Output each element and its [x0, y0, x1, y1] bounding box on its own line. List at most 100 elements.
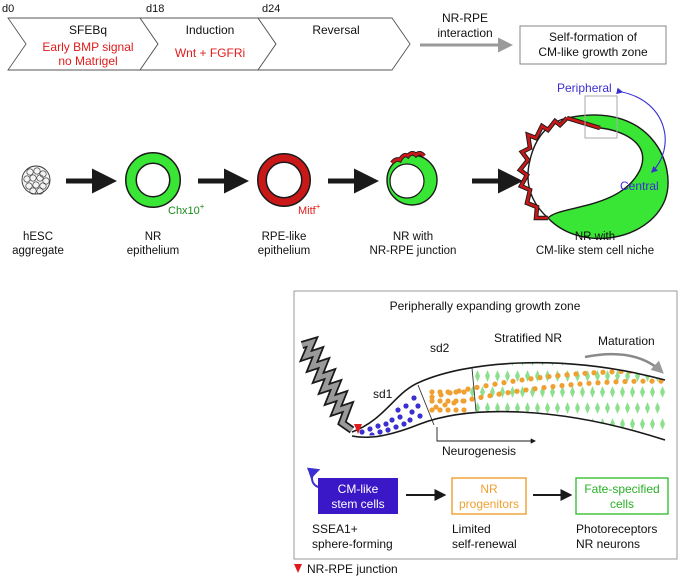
- stage-condition-2: no Matrigel: [58, 54, 117, 68]
- niche-label-1: NR with: [575, 231, 615, 243]
- nr-progenitor-cell: [487, 393, 493, 399]
- nr-progenitor-cell: [537, 375, 543, 381]
- niche-label-2: CM-like stem cell niche: [536, 245, 654, 257]
- nr-progenitor-box: [451, 477, 527, 515]
- cm-stem-cell: [415, 403, 421, 409]
- tissue-band-bottom: [351, 410, 666, 441]
- peripheral-central-arrow: [616, 87, 666, 173]
- nr-progenitor-cell: [429, 394, 435, 400]
- hesc-label-1: hESC: [23, 231, 53, 243]
- nr-progenitor-cell: [546, 373, 552, 380]
- nr-neuron-cell: [635, 402, 640, 414]
- nr-neuron-cell: [535, 402, 540, 414]
- nr-progenitor-cell: [568, 382, 574, 388]
- nr-progenitor-cell: [577, 381, 583, 387]
- nr-rpe-junction-vesicle: [386, 151, 438, 206]
- nr-progenitor-cell: [519, 377, 525, 383]
- nr-progenitor-cell: [631, 378, 637, 384]
- nr-progenitor-cell: [586, 380, 592, 386]
- day-label-d18: d18: [146, 3, 164, 15]
- nr-progenitor-cell: [640, 378, 646, 384]
- nr-progenitor-cell: [528, 376, 534, 382]
- cm-stem-cell-label-1: CM-like: [338, 482, 379, 496]
- maturation-arrow: [584, 352, 664, 374]
- nr-neuron-cell: [605, 370, 610, 382]
- stem-desc-1: SSEA1+: [312, 522, 358, 536]
- nr-progenitor-cell: [523, 387, 529, 393]
- cm-stem-cell: [411, 395, 417, 401]
- central-label: Central: [620, 179, 659, 193]
- nr-progenitor-cell: [501, 380, 507, 386]
- nr-neuron-cell: [580, 386, 585, 398]
- nr-progenitor-cell: [469, 396, 475, 402]
- cm-stem-cell: [389, 417, 395, 423]
- day-label-d24: d24: [262, 3, 280, 15]
- nr-progenitor-cell: [483, 383, 489, 389]
- nr-progenitor-cell: [582, 370, 588, 376]
- fate-specified-label-2: cells: [610, 497, 634, 511]
- rpe-zigzag-inner: [301, 338, 354, 432]
- nr-progenitor-cell: [496, 391, 502, 397]
- nr-progenitor-cell: [622, 378, 628, 385]
- stage-condition-induction: Wnt + FGFRi: [175, 46, 245, 60]
- nr-neuron-cell: [495, 370, 500, 382]
- cm-stem-cell: [385, 427, 391, 433]
- nr-progenitor-cell: [433, 404, 439, 410]
- nr-neuron-cell: [640, 386, 645, 398]
- nr-neuron-cell: [645, 402, 650, 414]
- nr-progenitor-cell: [445, 389, 451, 395]
- nr-progenitor-cell: [492, 381, 498, 387]
- nr-progenitor-cell: [453, 407, 459, 413]
- nr-neuron-cell: [595, 402, 600, 414]
- nr-progenitor-cell: [442, 402, 448, 408]
- nr-progenitor-cell: [573, 371, 579, 377]
- interaction-label-1: NR-RPE: [442, 11, 488, 25]
- cm-stem-cell: [401, 421, 407, 427]
- nr-progenitor-cell: [453, 398, 459, 404]
- hesc-aggregate: [21, 165, 51, 195]
- nr-neuron-cell: [515, 402, 520, 414]
- legend-junction-icon: [294, 564, 302, 573]
- fate-specified-box: [575, 477, 669, 515]
- nr-neuron-cell: [660, 418, 665, 430]
- nr-label-1: NR: [145, 231, 162, 243]
- cm-stem-cell: [359, 429, 365, 435]
- nr-progenitor-cell: [445, 398, 451, 404]
- nr-progenitor-cell: [559, 383, 565, 389]
- nr-neuron-cell: [560, 386, 565, 398]
- nr-progenitor-cell: [514, 388, 520, 394]
- stage-condition-1: Early BMP signal: [42, 40, 133, 54]
- nr-progenitor-cell: [510, 378, 516, 384]
- cm-stem-cell: [407, 417, 413, 423]
- nr-progenitor-cell: [437, 389, 443, 395]
- cm-stem-cell: [377, 429, 383, 435]
- stratified-nr-label: Stratified NR: [494, 331, 562, 345]
- nr-progenitor-cell: [461, 407, 467, 413]
- nr-neuron-cell: [610, 386, 615, 398]
- cm-stem-cell: [397, 414, 403, 420]
- nr-neuron-cell: [510, 386, 515, 398]
- stem-desc-2: sphere-forming: [312, 537, 393, 551]
- neurogenesis-label: Neurogenesis: [442, 444, 516, 458]
- progression-row: Chx10+ Mitf+ Peripheral Central hES: [12, 81, 669, 257]
- cm-stem-cell-label-2: stem cells: [331, 497, 384, 511]
- nr-neuron-cell: [485, 370, 490, 382]
- neurogenesis-arrow: [436, 427, 537, 444]
- self-formation-label-1: Self-formation of: [549, 30, 638, 44]
- timeline: d0 d18 d24 SFEBq Early BMP signal no Mat…: [2, 3, 667, 71]
- nr-neuron-cell: [585, 402, 590, 414]
- nr-neuron-cell: [545, 402, 550, 414]
- nr-progenitor-cell: [478, 394, 484, 400]
- nr-neuron-cell: [615, 402, 620, 414]
- nr-progenitor-cell: [604, 379, 610, 385]
- nr-progenitor-cell: [591, 370, 597, 376]
- junction-marker-icon: [354, 424, 362, 434]
- nr-neuron-cell: [475, 370, 480, 382]
- nr-progenitor-cell: [429, 398, 435, 404]
- nr-progenitor-cell: [461, 398, 467, 404]
- nr-progenitor-cell: [600, 369, 606, 375]
- cm-stem-cell: [395, 407, 401, 413]
- peripheral-label: Peripheral: [557, 81, 612, 95]
- junction-label-1: NR with: [393, 231, 433, 243]
- nr-neuron-cell: [650, 418, 655, 430]
